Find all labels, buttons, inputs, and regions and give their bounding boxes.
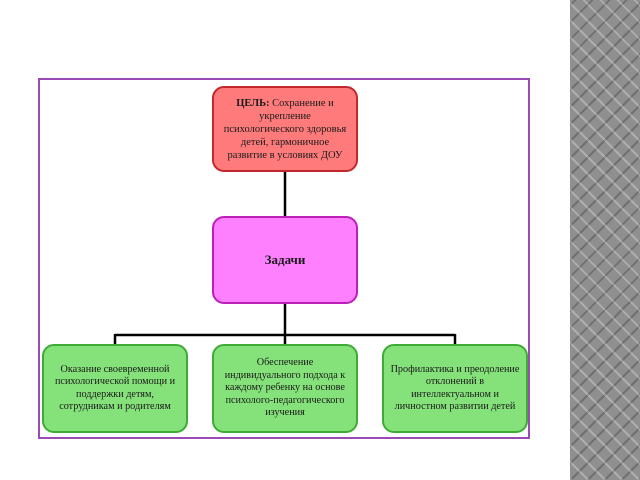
task-box-help: Оказание своевременной психологической п… [42,344,188,433]
goal-box: ЦЕЛЬ: Сохранение и укрепление психологич… [212,86,358,172]
tasks-box: Задачи [212,216,358,304]
tasks-title: Задачи [264,252,306,267]
task-box-individual-approach: Обеспечение индивидуального подхода к ка… [212,344,358,433]
goal-text: Сохранение и укрепление психологического… [223,97,347,161]
task-text-prevention: Профилактика и преодоление отклонений в … [390,363,520,413]
task-text-individual-approach: Обеспечение индивидуального подхода к ка… [224,357,346,419]
decorative-side-strip [570,0,640,480]
goal-label: ЦЕЛЬ: [236,97,270,109]
task-text-help: Оказание своевременной психологической п… [54,363,176,413]
task-box-prevention: Профилактика и преодоление отклонений в … [382,344,528,433]
goal-text-wrap: ЦЕЛЬ: Сохранение и укрепление психологич… [222,97,348,162]
